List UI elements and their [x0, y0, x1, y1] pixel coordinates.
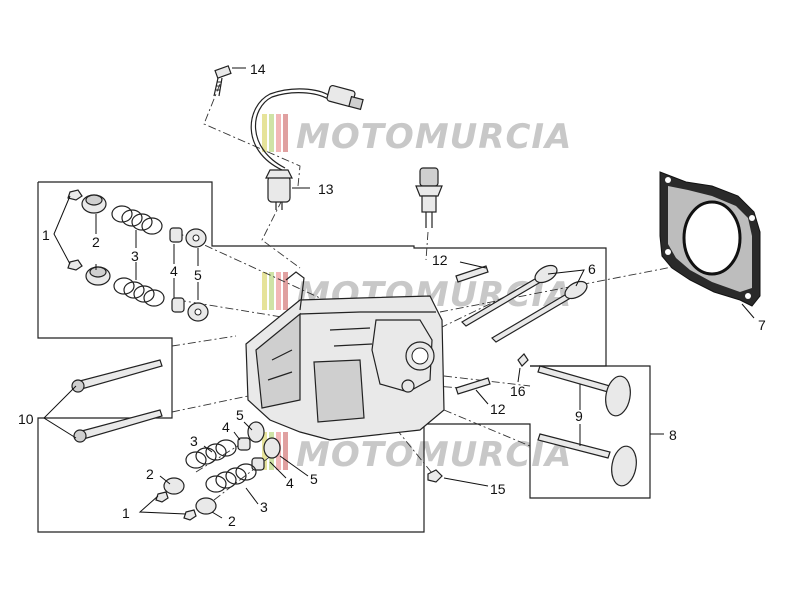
valves-6	[461, 264, 588, 343]
callout-3: 3	[260, 499, 268, 515]
valve-group-frame-8	[424, 365, 651, 499]
valves-9	[537, 365, 637, 487]
callout-9: 9	[575, 408, 583, 424]
callout-4: 4	[222, 419, 230, 435]
callout-16: 16	[510, 383, 526, 399]
watermark-top: MOTOMURCIA	[262, 114, 572, 157]
sensor-13	[250, 84, 364, 210]
watermark-bottom: MOTOMURCIA	[262, 432, 572, 475]
valve-springs-lower	[185, 439, 257, 493]
callout-2: 2	[92, 234, 100, 250]
valve-collets-lower	[155, 491, 197, 521]
callout-8: 8	[669, 427, 677, 443]
callout-1: 1	[122, 505, 130, 521]
spring-retainers-upper	[81, 194, 111, 286]
valve-seals-lower	[237, 437, 265, 471]
callout-3: 3	[131, 248, 139, 264]
plug-15	[427, 469, 443, 483]
callout-12: 12	[432, 252, 448, 268]
valve-seals-upper	[169, 227, 185, 313]
callout-13: 13	[318, 181, 334, 197]
callout-6: 6	[588, 261, 596, 277]
callout-5: 5	[310, 471, 318, 487]
callout-labels: 1 2 3 4 5 6 7 8 9 10 12 12 13 14 15 16 5…	[18, 61, 766, 529]
callout-14: 14	[250, 61, 266, 77]
callout-5: 5	[236, 407, 244, 423]
callout-12: 12	[490, 401, 506, 417]
leader-lines	[43, 67, 755, 519]
callout-15: 15	[490, 481, 506, 497]
spring-washers-lower	[247, 421, 281, 459]
watermark-text: MOTOMURCIA	[296, 435, 572, 475]
callout-4: 4	[170, 263, 178, 279]
callout-2: 2	[228, 513, 236, 529]
valve-collets-upper	[67, 189, 83, 271]
callout-2: 2	[146, 466, 154, 482]
cylinder-head	[245, 271, 445, 441]
valve-springs-upper	[111, 205, 165, 307]
head-bolts-10	[71, 359, 163, 443]
callout-1: 1	[42, 227, 50, 243]
spring-washers-upper	[185, 228, 209, 322]
upper-valve-group-frame	[38, 181, 607, 367]
callout-10: 10	[18, 411, 34, 427]
bolt-14	[213, 65, 232, 97]
callout-4: 4	[286, 475, 294, 491]
studs-12	[455, 265, 491, 395]
callout-3: 3	[190, 433, 198, 449]
temperature-sensor	[415, 167, 443, 228]
head-gasket-7	[659, 171, 761, 307]
callout-7: 7	[758, 317, 766, 333]
valve-guide-16	[517, 353, 529, 367]
callout-5: 5	[194, 267, 202, 283]
spring-retainers-lower	[163, 477, 217, 515]
watermark-text: MOTOMURCIA	[296, 117, 572, 157]
